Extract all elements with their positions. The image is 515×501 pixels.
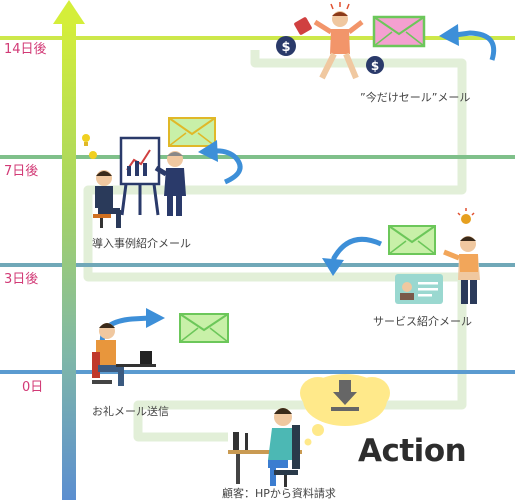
day-label-3: 3日後	[4, 272, 39, 287]
presenter-figure	[154, 151, 186, 216]
day-lines	[0, 36, 515, 374]
download-icon	[331, 380, 359, 411]
action-label: Action	[358, 433, 467, 469]
presentation-board-icon	[119, 136, 161, 216]
caption-case-mail: 導入事例紹介メール	[92, 237, 191, 250]
envelope-icon	[372, 15, 426, 48]
svg-text:$: $	[371, 59, 379, 73]
day-label-7: 7日後	[4, 164, 39, 179]
shopping-bag-icon	[294, 17, 312, 35]
flow-path	[83, 50, 467, 442]
up-arrow-icon	[53, 0, 85, 500]
download-cloud	[300, 374, 390, 446]
day-label-14: 14日後	[4, 42, 47, 57]
curved-arrow-icon	[439, 24, 497, 61]
caption-thanks-mail: お礼メール送信	[92, 405, 169, 418]
caption-limited-mail: ”今だけセール”メール	[360, 91, 471, 104]
jumping-shopper-figure	[313, 2, 364, 80]
curved-arrow-icon	[198, 140, 243, 185]
id-card-icon	[395, 274, 443, 304]
dollar-icon: $	[366, 56, 384, 74]
lightbulb-icon	[82, 134, 97, 159]
curved-arrow-icon	[322, 236, 383, 276]
day-label-0: 0日	[22, 380, 44, 395]
lightbulb-icon	[457, 208, 475, 224]
envelope-icon	[168, 117, 216, 147]
dollar-icon: $	[276, 36, 296, 56]
envelope-icon	[179, 313, 229, 343]
customer-figure	[228, 408, 302, 487]
caption-customer-request: 顧客：HPから資料請求	[222, 487, 336, 500]
svg-text:$: $	[281, 40, 290, 55]
envelope-icon	[388, 225, 436, 255]
presenter-figure	[443, 236, 480, 304]
caption-service-mail: サービス紹介メール	[373, 315, 472, 328]
staff-at-desk-figure	[92, 323, 156, 386]
seated-listener-figure	[93, 170, 121, 228]
